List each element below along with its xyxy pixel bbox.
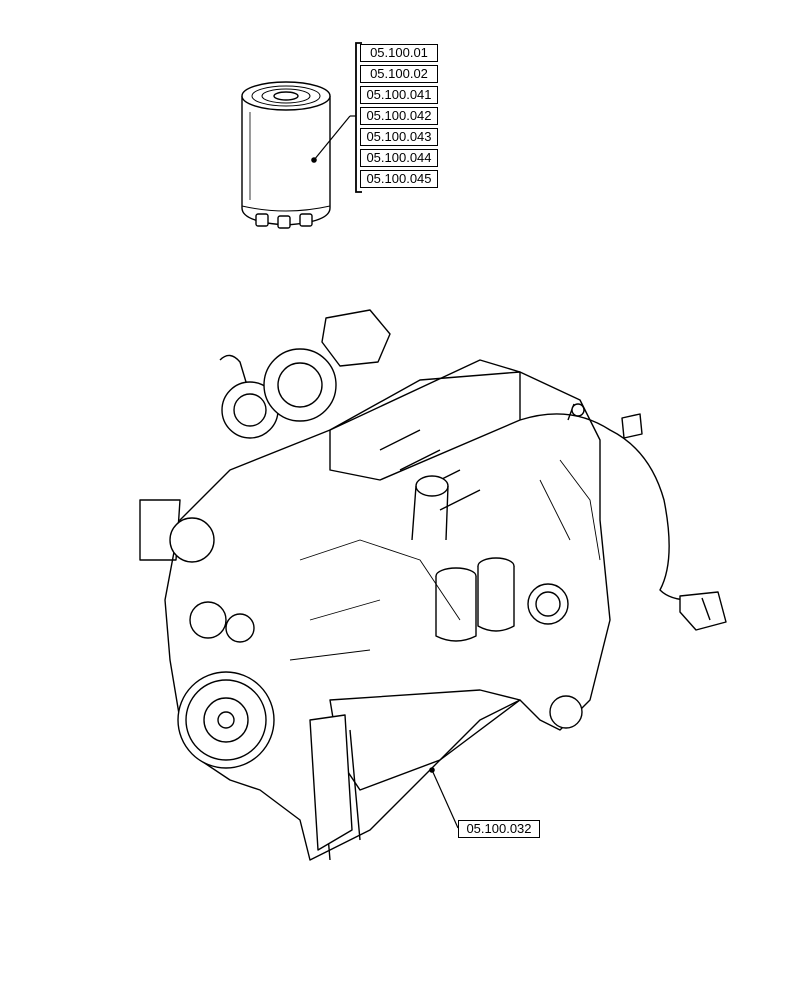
filter-leader <box>311 42 362 193</box>
engine-assembly-icon <box>139 309 727 861</box>
ref-label-05-100-045[interactable]: 05.100.045 <box>360 170 438 188</box>
ref-label-05-100-032[interactable]: 05.100.032 <box>458 820 540 838</box>
engine-leader <box>429 767 459 829</box>
ref-label-05-100-043[interactable]: 05.100.043 <box>360 128 438 146</box>
oil-filter-icon <box>241 81 331 229</box>
ref-label-05-100-042[interactable]: 05.100.042 <box>360 107 438 125</box>
ref-label-05-100-044[interactable]: 05.100.044 <box>360 149 438 167</box>
ref-label-05-100-041[interactable]: 05.100.041 <box>360 86 438 104</box>
ref-label-05-100-01[interactable]: 05.100.01 <box>360 44 438 62</box>
ref-label-05-100-02[interactable]: 05.100.02 <box>360 65 438 83</box>
